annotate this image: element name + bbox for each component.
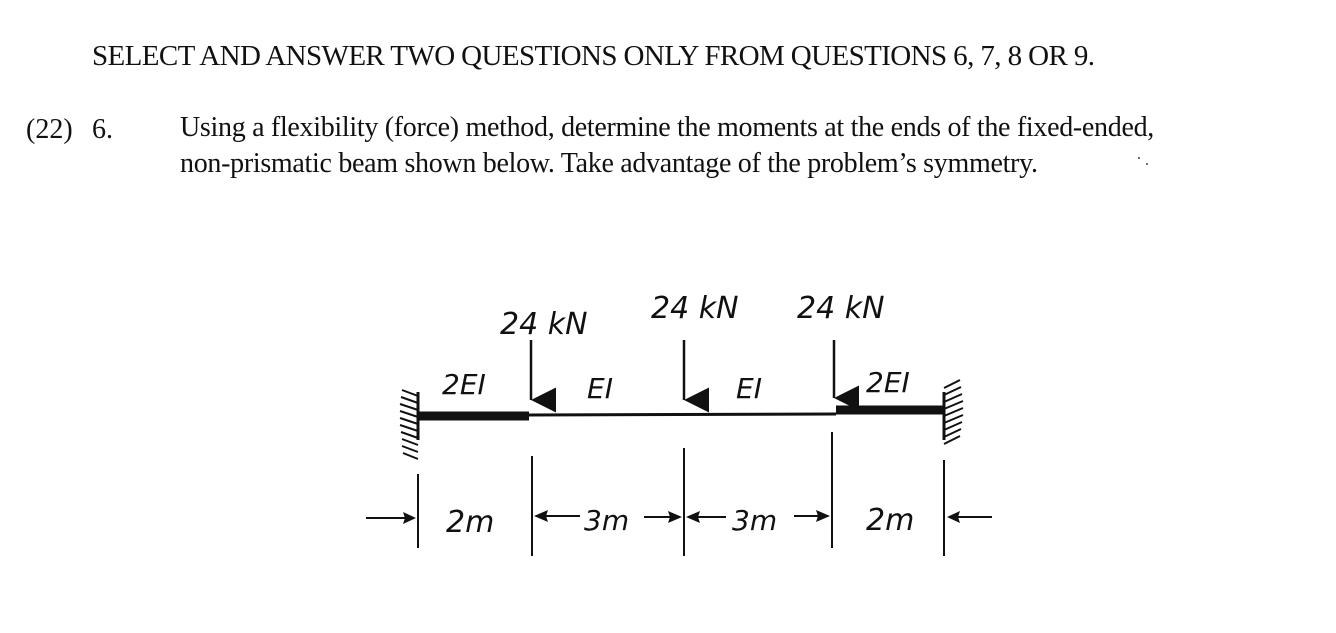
left-fixed-support — [399, 389, 420, 460]
dimension-label-2: 3m — [584, 504, 629, 537]
stiffness-label-1: 2EI — [442, 368, 486, 401]
dimension-label-4: 2m — [866, 503, 914, 538]
scan-speck — [1138, 157, 1140, 159]
section-instruction: SELECT AND ANSWER TWO QUESTIONS ONLY FRO… — [92, 40, 1095, 72]
question-marks: (22) — [26, 114, 73, 145]
dimension-label-3: 3m — [732, 504, 777, 537]
dimension-arrows — [366, 510, 992, 524]
scan-speck — [1146, 163, 1148, 165]
question-text-line-2: non-prismatic beam shown below. Take adv… — [180, 148, 1038, 179]
dimension-extension-lines — [417, 432, 945, 556]
load-label-2: 24 kN — [651, 291, 739, 326]
stiffness-label-4: 2EI — [866, 366, 910, 399]
dimension-label-1: 2m — [446, 505, 494, 540]
question-text-line-1: Using a flexibility (force) method, dete… — [180, 112, 1154, 143]
stiffness-label-3: EI — [736, 372, 762, 405]
beam-segment-ei — [528, 412, 837, 417]
load-label-3: 24 kN — [797, 291, 885, 326]
stiffness-label-2: EI — [587, 372, 613, 405]
question-number: 6. — [92, 114, 113, 145]
question-text: Using a flexibility (force) method, dete… — [180, 110, 1154, 182]
right-fixed-support — [942, 379, 964, 445]
load-label-1: 24 kN — [500, 307, 588, 342]
